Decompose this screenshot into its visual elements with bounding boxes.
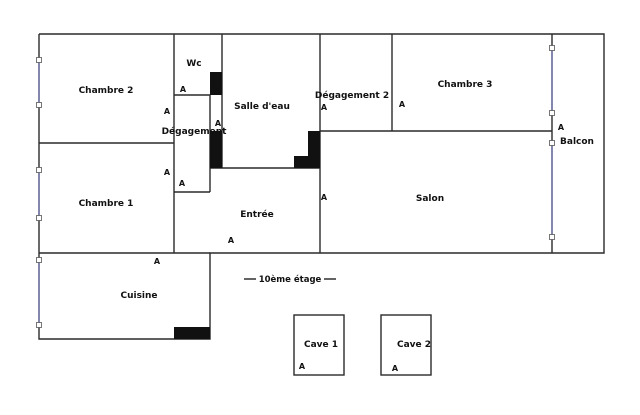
- label-degagement-2: Dégagement 2: [315, 90, 389, 101]
- access-mark: A: [321, 103, 328, 112]
- label-chambre-1: Chambre 1: [79, 199, 134, 209]
- access-marks: A A A A A A A A A A A A A: [154, 85, 565, 373]
- cellars: [293, 314, 432, 376]
- access-mark: A: [164, 168, 171, 177]
- room-labels: Chambre 2 Wc Salle d'eau Dégagement 2 Ch…: [79, 59, 594, 350]
- label-chambre-2: Chambre 2: [79, 86, 134, 96]
- access-mark: A: [299, 362, 306, 371]
- access-mark: A: [392, 364, 399, 373]
- access-mark: A: [154, 257, 161, 266]
- access-mark: A: [164, 107, 171, 116]
- label-cave-1: Cave 1: [304, 340, 338, 350]
- access-mark: A: [321, 193, 328, 202]
- label-chambre-3: Chambre 3: [438, 80, 493, 90]
- access-mark: A: [558, 123, 565, 132]
- label-salon: Salon: [416, 194, 444, 204]
- windows: [36, 45, 555, 328]
- access-mark: A: [215, 119, 222, 128]
- floor-label: 10ème étage: [259, 274, 322, 285]
- label-cave-2: Cave 2: [397, 340, 431, 350]
- access-mark: A: [399, 100, 406, 109]
- access-mark: A: [179, 179, 186, 188]
- label-salle-eau: Salle d'eau: [234, 102, 290, 112]
- label-balcon: Balcon: [560, 137, 594, 147]
- label-degagement: Dégagement: [162, 126, 228, 137]
- thick-wall-blocks: [174, 72, 320, 339]
- label-wc: Wc: [186, 59, 201, 69]
- access-mark: A: [228, 236, 235, 245]
- label-cuisine: Cuisine: [120, 291, 157, 301]
- floor-label-group: 10ème étage: [244, 274, 336, 285]
- access-mark: A: [180, 85, 187, 94]
- label-entree: Entrée: [240, 209, 274, 220]
